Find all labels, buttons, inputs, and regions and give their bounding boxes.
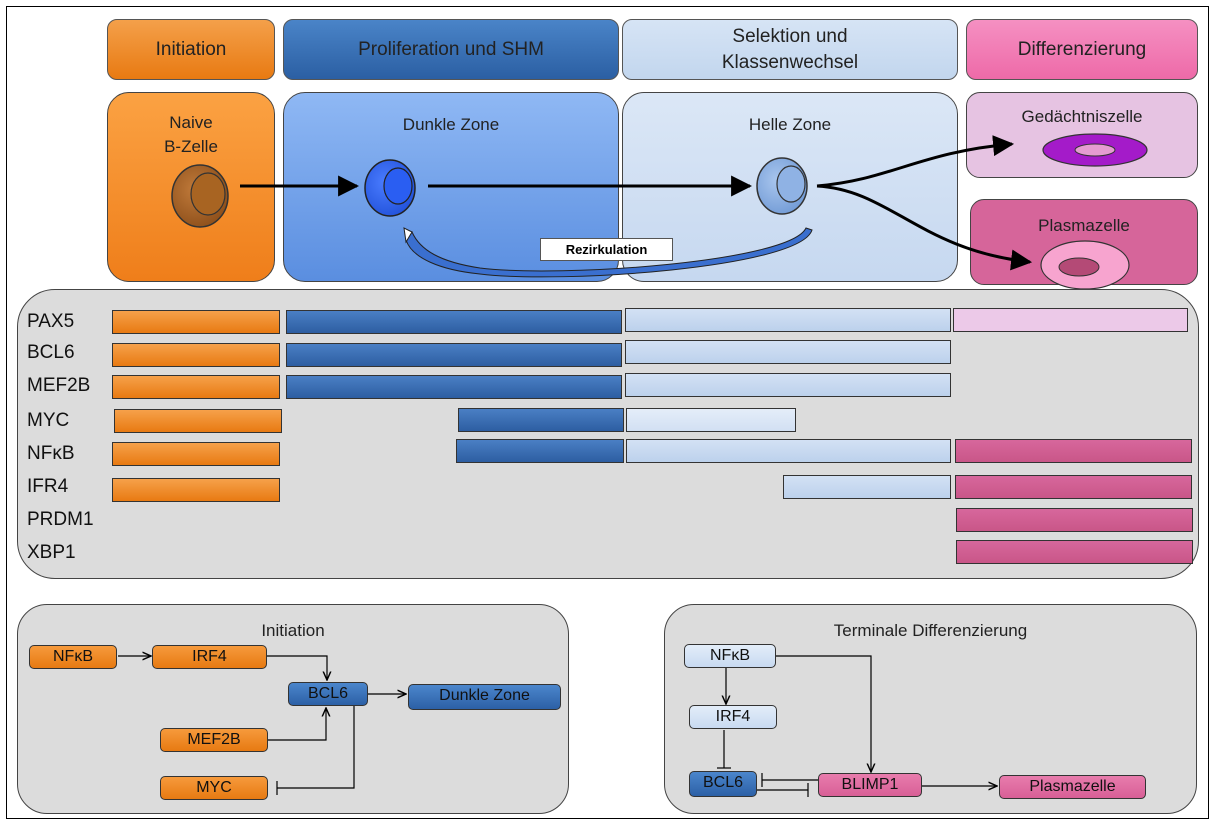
bar-nfkb-light — [626, 439, 951, 463]
term-node-blimp1-label: BLIMP1 — [841, 776, 899, 793]
init-node-mef2b: MEF2B — [160, 728, 268, 752]
bar-pax5-initiation — [112, 310, 280, 334]
gene-label: XBP1 — [27, 542, 76, 563]
zone-memory-label: Gedächtniszelle — [1021, 107, 1143, 126]
memory-cell-icon — [1042, 133, 1148, 167]
term-node-plasma-label: Plasmazelle — [1029, 778, 1116, 795]
bar-bcl6-dark — [286, 343, 622, 367]
bar-xbp1-plasma — [956, 540, 1193, 564]
zone-dark-label: Dunkle Zone — [402, 115, 500, 134]
recirculation-label: Rezirkulation — [540, 238, 673, 261]
zone-plasma-label: Plasmazelle — [1038, 216, 1130, 235]
gene-label: PAX5 — [27, 311, 75, 332]
header-proliferation: Proliferation und SHM — [283, 19, 619, 80]
gene-label: NFκB — [27, 443, 75, 464]
init-node-myc-label: MYC — [196, 779, 232, 796]
bar-pax5-light — [625, 308, 951, 332]
bar-bcl6-light — [625, 340, 951, 364]
arrow-to-memory — [816, 135, 1015, 188]
zone-naive-label-2: B-Zelle — [164, 137, 218, 156]
init-node-nfkb-label: NFκB — [53, 648, 93, 665]
term-node-bcl6: BCL6 — [689, 771, 757, 797]
plasma-cell-icon — [1040, 240, 1130, 290]
terminal-panel-title: Terminale Differenzierung — [833, 621, 1028, 640]
recirculation-label-text: Rezirkulation — [565, 242, 648, 257]
gene-label: MYC — [27, 410, 70, 431]
gene-label: BCL6 — [27, 342, 75, 363]
zone-naive-label-1: Naive — [169, 113, 213, 132]
bar-ifr4-plasma — [955, 475, 1192, 499]
header-selection-line2: Klassenwechsel — [721, 51, 859, 73]
bar-myc-light — [626, 408, 796, 432]
init-node-mef2b-label: MEF2B — [187, 731, 241, 748]
bar-pax5-dark — [286, 310, 622, 334]
bar-nfkb-plasma — [955, 439, 1192, 463]
term-node-irf4: IRF4 — [689, 705, 777, 729]
term-node-plasma: Plasmazelle — [999, 775, 1146, 799]
bar-ifr4-light — [783, 475, 951, 499]
bar-ifr4-initiation — [112, 478, 280, 502]
init-node-bcl6-label: BCL6 — [307, 685, 349, 702]
init-node-irf4: IRF4 — [152, 645, 267, 669]
gene-label: PRDM1 — [27, 509, 94, 530]
bar-pax5-memory — [953, 308, 1188, 332]
bar-mef2b-initiation — [112, 375, 280, 399]
initiation-panel-title: Initiation — [261, 621, 325, 640]
init-node-bcl6: BCL6 — [288, 682, 368, 706]
centrocyte-icon — [756, 157, 808, 215]
header-initiation: Initiation — [107, 19, 275, 80]
init-node-dark-zone: Dunkle Zone — [408, 684, 561, 710]
bar-nfkb-initiation — [112, 442, 280, 466]
term-node-nfkb-label: NFκB — [710, 647, 750, 664]
term-node-irf4-label: IRF4 — [715, 708, 751, 725]
gene-label: IFR4 — [27, 476, 69, 497]
bar-bcl6-initiation — [112, 343, 280, 367]
init-node-nfkb: NFκB — [29, 645, 117, 669]
bar-mef2b-light — [625, 373, 951, 397]
header-selection-line1: Selektion und — [732, 25, 848, 47]
header-differentiation-label: Differenzierung — [1017, 38, 1147, 60]
term-node-bcl6-label: BCL6 — [702, 774, 744, 791]
zone-light-label: Helle Zone — [748, 115, 832, 134]
cell-flow-diagram — [171, 133, 1148, 290]
centroblast-icon — [364, 159, 416, 217]
header-proliferation-label: Proliferation und SHM — [358, 38, 544, 60]
initiation-network-edges — [118, 600, 600, 795]
bar-myc-dark — [458, 408, 624, 432]
header-selection: Selektion und Klassenwechsel — [622, 19, 958, 80]
gene-label: MEF2B — [27, 375, 91, 396]
bar-prdm1-plasma — [956, 508, 1193, 532]
terminal-network-edges — [717, 655, 1215, 797]
arrow-to-plasma — [816, 184, 1033, 271]
term-node-nfkb: NFκB — [684, 644, 776, 668]
bar-mef2b-dark — [286, 375, 622, 399]
naive-b-cell-icon — [171, 164, 229, 228]
header-differentiation: Differenzierung — [966, 19, 1198, 80]
term-node-blimp1: BLIMP1 — [818, 773, 922, 797]
init-node-myc: MYC — [160, 776, 268, 800]
init-node-irf4-label: IRF4 — [192, 648, 227, 665]
bar-nfkb-dark — [456, 439, 624, 463]
bar-myc-initiation — [114, 409, 282, 433]
header-initiation-label: Initiation — [155, 38, 227, 60]
init-node-dark-zone-label: Dunkle Zone — [439, 687, 530, 704]
figure-frame — [6, 6, 1209, 819]
